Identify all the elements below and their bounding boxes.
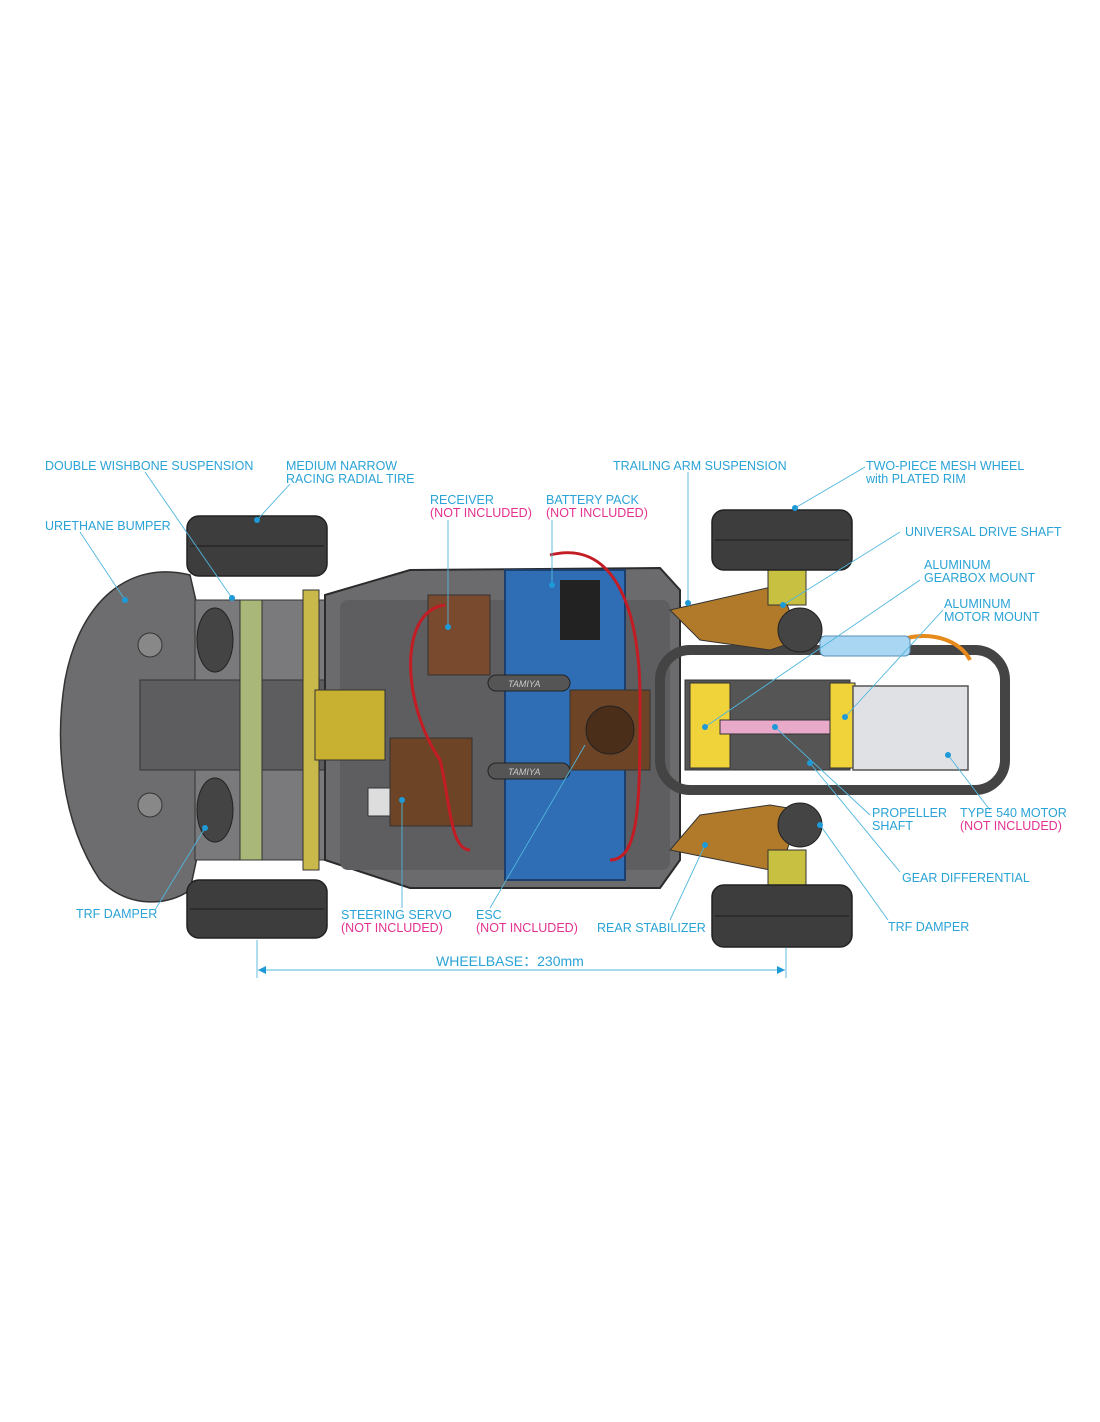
label-motor-mount-1: ALUMINUM [944,597,1011,611]
label-gearbox-mount-2: GEARBOX MOUNT [924,571,1035,585]
label-drive-shaft: UNIVERSAL DRIVE SHAFT [905,525,1062,539]
label-rear-stabilizer: REAR STABILIZER [597,921,706,935]
label-trf-damper-rear: TRF DAMPER [888,920,969,934]
label-motor: TYPE 540 MOTOR [960,806,1067,820]
receiver-part [427,594,491,676]
front-left-tire [186,515,328,577]
tamiya-logo: TAMIYA [508,679,540,689]
label-bumper: URETHANE BUMPER [45,519,171,533]
motor-part [852,685,969,771]
front-right-tire [186,879,328,939]
label-esc-note: (NOT INCLUDED) [476,921,578,935]
label-propeller-2: SHAFT [872,819,913,833]
label-trf-damper-front: TRF DAMPER [76,907,157,921]
label-tire-1: MEDIUM NARROW [286,459,397,473]
label-gear-diff: GEAR DIFFERENTIAL [902,871,1030,885]
label-trailing-arm: TRAILING ARM SUSPENSION [613,459,787,473]
label-gearbox-mount-1: ALUMINUM [924,558,991,572]
label-propeller-1: PROPELLER [872,806,947,820]
label-steering-servo-note: (NOT INCLUDED) [341,921,443,935]
label-receiver: RECEIVER [430,493,494,507]
label-wheel-2: with PLATED RIM [865,472,966,486]
label-receiver-note: (NOT INCLUDED) [430,506,532,520]
rear-right-tire [711,884,853,948]
label-steering-servo: STEERING SERVO [341,908,452,922]
rear-left-tire [711,509,853,571]
label-wheel-1: TWO-PIECE MESH WHEEL [866,459,1024,473]
label-battery-note: (NOT INCLUDED) [546,506,648,520]
tamiya-logo: TAMIYA [508,767,540,777]
urethane-bumper [59,571,206,903]
label-motor-mount-2: MOTOR MOUNT [944,610,1040,624]
label-double-wishbone: DOUBLE WISHBONE SUSPENSION [45,459,253,473]
label-esc: ESC [476,908,502,922]
label-tire-2: RACING RADIAL TIRE [286,472,415,486]
label-battery: BATTERY PACK [546,493,640,507]
leader-lines [79,466,991,978]
label-motor-note: (NOT INCLUDED) [960,819,1062,833]
label-wheelbase: WHEELBASE：230mm [436,953,584,969]
steering-servo-part [389,737,473,827]
